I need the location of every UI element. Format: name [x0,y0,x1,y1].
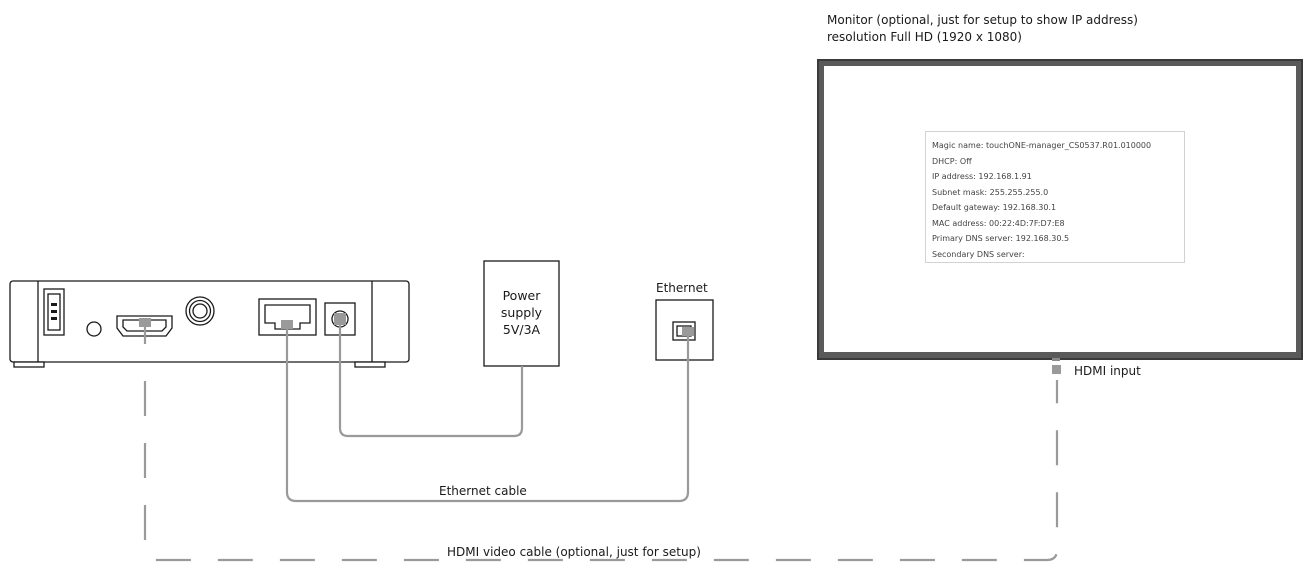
power-supply-label-line3: 5V/3A [502,322,541,337]
ethernet-cable [285,327,690,503]
device-body [9,280,410,363]
device-ethernet-plug-end [281,320,293,329]
media-player-device [9,280,410,368]
socket-ethernet-plug-end [682,327,694,336]
network-info-panel: Magic name: touchONE-manager_CS0537.R01.… [925,131,1185,263]
monitor-caption-line1: Monitor (optional, just for setup to sho… [827,13,1138,27]
info-line-secondary-dns: Secondary DNS server: [932,249,1025,259]
antenna-connector-icon [185,296,215,326]
reset-button-icon [86,321,102,337]
ethernet-socket-label: Ethernet [656,281,708,295]
info-line-default-gateway: Default gateway: 192.168.30.1 [932,203,1057,212]
device-foot-left [13,361,45,368]
info-line-primary-dns: Primary DNS server: 192.168.30.5 [932,234,1070,243]
ethernet-cable-label: Ethernet cable [439,484,527,498]
hdmi-cable-label: HDMI video cable (optional, just for set… [447,545,701,559]
monitor [817,59,1303,361]
monitor-stand-notch [1052,358,1060,361]
power-supply-label-line1: Power [502,288,541,303]
hdmi-port-icon [116,315,173,337]
power-supply-box [483,260,560,367]
power-cable [338,319,524,438]
hdmi-cable [143,380,1059,562]
hdmi-input-marker [1052,365,1061,374]
usb-port-icon [43,288,65,336]
device-foot-right [354,361,386,368]
hdmi-plug-end [139,318,151,327]
info-line-dhcp: DHCP: Off [932,156,972,166]
info-line-subnet-mask: Subnet mask: 255.255.255.0 [932,187,1049,197]
monitor-caption-line2: resolution Full HD (1920 x 1080) [827,30,1022,44]
hdmi-input-label: HDMI input [1074,364,1141,378]
power-plug-end [334,313,346,325]
power-supply-label: Power supply 5V/3A [484,287,559,338]
info-line-mac-address: MAC address: 00:22:4D:7F:D7:E8 [932,218,1065,228]
info-line-magic-name: Magic name: touchONE-manager_CS0537.R01.… [932,141,1152,150]
monitor-caption: Monitor (optional, just for setup to sho… [827,12,1138,46]
info-line-ip-address: IP address: 192.168.1.91 [932,172,1032,181]
power-supply-label-line2: supply [500,305,543,320]
